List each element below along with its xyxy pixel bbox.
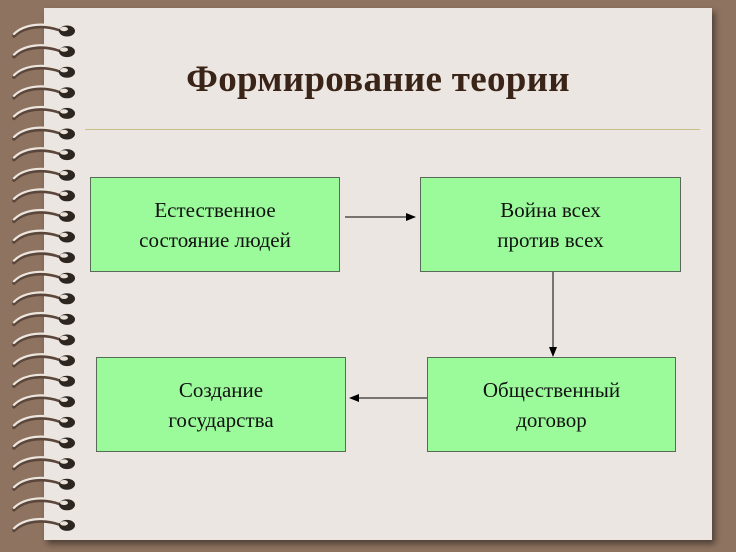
- spiral-coil: [12, 394, 75, 409]
- spiral-coil: [12, 64, 75, 79]
- spiral-coil: [12, 270, 75, 285]
- spiral-coil: [12, 414, 75, 430]
- title-divider: [85, 129, 700, 130]
- spiral-coil: [12, 188, 75, 203]
- spiral-coil: [12, 517, 75, 533]
- node-state-creation: Создание государства: [96, 357, 346, 452]
- spiral-coil: [12, 85, 75, 100]
- spiral-coil: [12, 456, 75, 471]
- spiral-coil: [12, 311, 75, 327]
- spiral-coil: [12, 126, 75, 141]
- spiral-coil: [12, 353, 75, 368]
- spiral-coil: [12, 250, 75, 265]
- spiral-coil: [12, 497, 75, 512]
- spiral-binding-icon: [12, 23, 75, 533]
- spiral-coil: [12, 44, 75, 59]
- spiral-coil: [12, 435, 75, 450]
- spiral-coil: [12, 208, 75, 224]
- spiral-coil: [12, 147, 75, 162]
- node-social-contract: Общественный договор: [427, 357, 676, 452]
- node-natural-state: Естественное состояние людей: [90, 177, 340, 272]
- node-war-of-all: Война всех против всех: [420, 177, 681, 272]
- spiral-coil: [12, 476, 75, 491]
- slide-title: Формирование теории: [186, 59, 570, 100]
- spiral-coil: [12, 373, 75, 388]
- spiral-coil: [12, 23, 75, 38]
- spiral-coil: [12, 332, 75, 347]
- spiral-coil: [12, 229, 75, 244]
- spiral-coil: [12, 291, 75, 306]
- spiral-coil: [12, 167, 75, 182]
- spiral-coil: [12, 105, 75, 121]
